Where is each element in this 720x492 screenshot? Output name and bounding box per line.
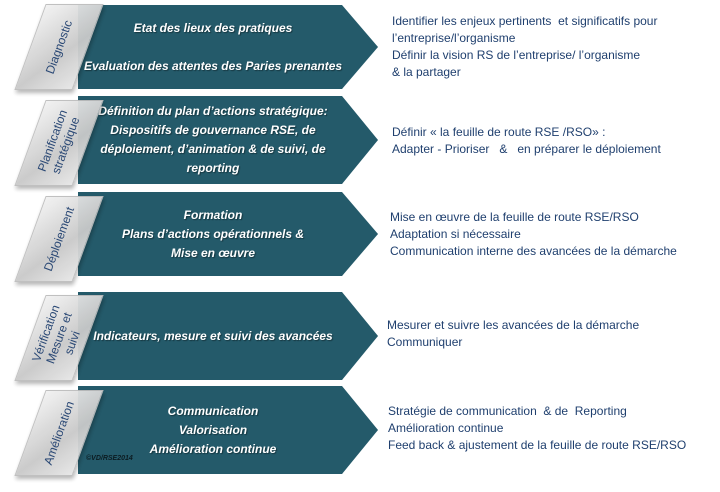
phase-arrow: Définition du plan d’actions stratégique… xyxy=(78,96,378,184)
description-line: Identifier les enjeux pertinents et sign… xyxy=(392,14,658,28)
phase-arrow: Indicateurs, mesure et suivi des avancée… xyxy=(78,292,378,380)
arrow-text-line: Plans d’actions opérationnels & xyxy=(121,226,305,241)
phase-description: Identifier les enjeux pertinents et sign… xyxy=(392,13,657,81)
phase-description: Stratégie de communication & de Reportin… xyxy=(388,403,686,454)
description-line: Mesurer et suivre les avancées de la dém… xyxy=(387,318,640,332)
arrow-text-line: Définition du plan d’actions stratégique… xyxy=(98,104,328,118)
phase-label: Amélioration xyxy=(41,399,77,466)
description-line: Communiquer xyxy=(387,335,463,349)
arrow-text-line: Formation xyxy=(183,207,243,222)
arrow-text-line: Indicateurs, mesure et suivi des avancée… xyxy=(93,328,333,343)
phase-label: Déploiement xyxy=(41,205,77,273)
phase-label-line: Amélioration xyxy=(41,399,77,467)
arrow-text-line: Communication xyxy=(167,403,259,418)
phase-label: Diagnostic xyxy=(43,18,75,75)
phase-label-line: Déploiement xyxy=(40,204,78,274)
phase-description: Définir « la feuille de route RSE /RSO» … xyxy=(392,124,661,158)
phase-label-line: Diagnostic xyxy=(42,18,76,76)
description-line: Feed back & ajustement de la feuille de … xyxy=(388,438,687,452)
phase-description: Mesurer et suivre les avancées de la dém… xyxy=(387,317,639,351)
arrow-text-line: reporting xyxy=(186,161,240,175)
description-line: l’entreprise/l’organisme xyxy=(392,31,516,45)
description-line: Définir la vision RS de l’entreprise/ l’… xyxy=(392,48,641,62)
copyright: ©VD/RSE2014 xyxy=(86,455,133,462)
arrow-text-line: Amélioration continue xyxy=(149,441,277,456)
description-line: Stratégie de communication & de Reportin… xyxy=(388,404,627,418)
description-line: Adapter - Prioriser & en préparer le dép… xyxy=(392,142,661,156)
arrow-text-line: Evaluation des attentes des Paries prena… xyxy=(83,58,343,73)
description-line: Adaptation si nécessaire xyxy=(390,227,521,241)
description-line: & la partager xyxy=(392,65,461,79)
description-line: Mise en œuvre de la feuille de route RSE… xyxy=(390,210,639,224)
arrow-text-line: Valorisation xyxy=(178,422,248,437)
phase-arrow: Etat des lieux des pratiques Evaluation … xyxy=(78,5,378,89)
description-line: Amélioration continue xyxy=(388,421,504,435)
arrow-text-line xyxy=(211,38,244,57)
arrow-text-line: Dispositifs de gouvernance RSE, de xyxy=(110,123,316,137)
description-line: Définir « la feuille de route RSE /RSO» … xyxy=(392,125,606,139)
arrow-text-line: déploiement, d’animation & de suivi, de xyxy=(100,142,326,156)
arrow-text-line: Etat des lieux des pratiques xyxy=(133,20,293,35)
phase-description: Mise en œuvre de la feuille de route RSE… xyxy=(390,209,677,260)
description-line: Communication interne des avancées de la… xyxy=(390,244,677,258)
arrow-text-line: Mise en œuvre xyxy=(170,245,256,260)
